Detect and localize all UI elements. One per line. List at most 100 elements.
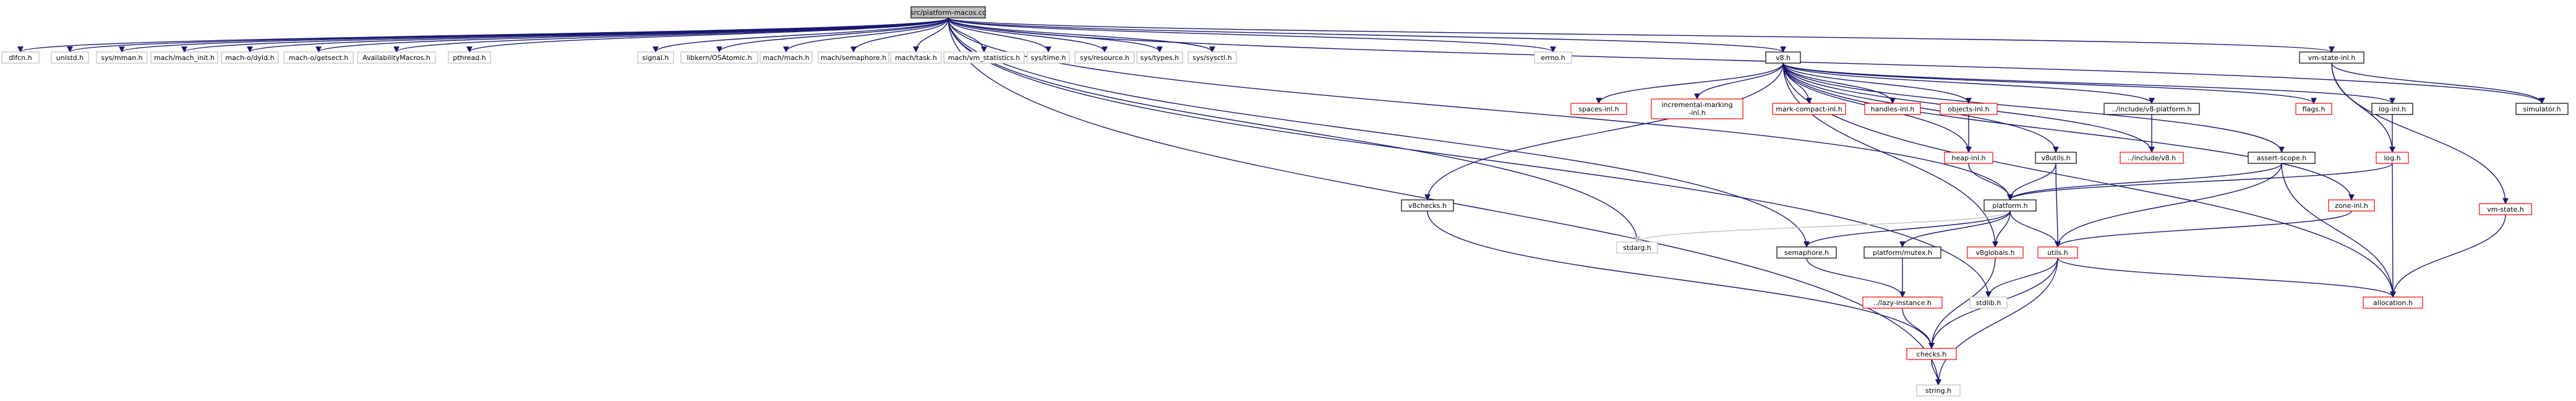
edge-semaphore-to-lazyinst: [1806, 257, 1906, 298]
node-mman[interactable]: sys/mman.h: [96, 51, 148, 64]
node-platformh[interactable]: platform.h: [1983, 199, 2037, 212]
node-label: mach/mach.h: [763, 54, 809, 62]
node-vmstateinl[interactable]: vm-state-inl.h: [2299, 51, 2364, 64]
node-lazyinst[interactable]: ../lazy-instance.h: [1862, 296, 1943, 309]
node-includev8[interactable]: ../include/v8.h: [2120, 152, 2184, 164]
edge-assertscope-to-utils: [2055, 163, 2282, 248]
node-machinit[interactable]: mach/mach_init.h: [150, 51, 218, 64]
node-vmstat[interactable]: mach/vm_statistics.h: [943, 51, 1025, 64]
node-label: incremental-marking-inl.h: [1661, 101, 1732, 117]
node-box: [1862, 296, 1943, 309]
node-box: [1534, 51, 1572, 64]
node-pthread[interactable]: pthread.h: [448, 51, 491, 64]
node-box: [2371, 103, 2413, 115]
node-stdarg[interactable]: stdarg.h: [1616, 241, 1658, 254]
node-loginl[interactable]: log-inl.h: [2371, 103, 2413, 115]
node-syssysctl[interactable]: sys/sysctl.h: [1187, 51, 1237, 64]
node-systime[interactable]: sys/time.h: [1027, 51, 1070, 64]
node-sysres[interactable]: sys/resource.h: [1074, 51, 1135, 64]
node-vmstate[interactable]: vm-state.h: [2479, 203, 2532, 215]
node-label: sys/time.h: [1031, 54, 1066, 62]
node-box: [1187, 51, 1237, 64]
node-allocation[interactable]: allocation.h: [2363, 296, 2423, 309]
edge-layer: [17, 17, 2545, 386]
node-heapinl[interactable]: heap-inl.h: [1944, 152, 1993, 164]
edge-v8h-to-incmark: [1694, 63, 1784, 100]
node-incmark[interactable]: incremental-marking-inl.h: [1651, 98, 1744, 119]
node-dlfcn[interactable]: dlfcn.h: [1, 51, 40, 64]
node-box: [1136, 51, 1183, 64]
node-label: vm-state-inl.h: [2308, 54, 2356, 62]
node-machtask[interactable]: mach/task.h: [890, 51, 942, 64]
node-label: platform/mutex.h: [1873, 249, 1932, 257]
node-utils[interactable]: utils.h: [2037, 246, 2078, 259]
node-box: [150, 51, 218, 64]
node-label: simulator.h: [2523, 105, 2561, 113]
node-box: [1983, 199, 2037, 212]
node-label: log-inl.h: [2379, 105, 2406, 113]
node-handlesinl[interactable]: handles-inl.h: [1864, 103, 1921, 115]
edge-root-to-v8h: [948, 17, 1786, 53]
node-stringh[interactable]: string.h: [1916, 384, 1961, 397]
edge-root-to-machtask: [913, 17, 949, 53]
node-machsem[interactable]: mach/semaphore.h: [818, 51, 889, 64]
node-v8utils[interactable]: v8utils.h: [2035, 152, 2077, 164]
node-machmach[interactable]: mach/mach.h: [760, 51, 813, 64]
edge-assertscope-to-platformh: [2007, 163, 2282, 200]
node-layer: src/platform-macos.cc dlfcn.h unistd.h sys/…: [1, 6, 2569, 397]
edge-root-to-signal: [653, 17, 949, 53]
node-osatomic[interactable]: libkern/OSAtomic.h: [680, 51, 758, 64]
node-simulator[interactable]: simulator.h: [2515, 103, 2569, 115]
node-label: vm-state.h: [2487, 205, 2524, 213]
edge-vmstate-to-allocation: [2390, 214, 2506, 298]
node-label: spaces-inl.h: [1578, 105, 1619, 113]
node-spacesinl[interactable]: spaces-inl.h: [1570, 103, 1627, 115]
edge-zoneinl-to-utils: [2055, 210, 2352, 248]
node-root[interactable]: src/platform-macos.cc: [910, 6, 986, 19]
node-availmacros[interactable]: AvailabilityMacros.h: [357, 51, 436, 64]
node-label: v8globals.h: [1975, 249, 2014, 257]
node-systypes[interactable]: sys/types.h: [1136, 51, 1183, 64]
node-label: sys/sysctl.h: [1192, 54, 1232, 62]
node-flags[interactable]: flags.h: [2295, 103, 2332, 115]
node-box: [1776, 246, 1837, 259]
node-signal[interactable]: signal.h: [637, 51, 674, 64]
node-label: semaphore.h: [1784, 249, 1829, 257]
edge-v8h-to-spacesinl: [1596, 63, 1784, 104]
node-pmutex[interactable]: platform/mutex.h: [1864, 246, 1941, 259]
edge-platformh-to-utils: [2009, 210, 2061, 248]
node-box: [221, 51, 279, 64]
node-checks[interactable]: checks.h: [1906, 348, 1957, 360]
node-logh[interactable]: log.h: [2376, 152, 2409, 164]
node-box: [2299, 51, 2364, 64]
node-markcompact[interactable]: mark-compact-inl.h: [1772, 103, 1846, 115]
node-box: [1616, 241, 1658, 254]
node-zoneinl[interactable]: zone-inl.h: [2328, 199, 2375, 212]
edge-root-to-vmstateinl: [948, 17, 2335, 53]
node-errno[interactable]: errno.h: [1534, 51, 1572, 64]
node-v8platform[interactable]: ../include/v8-platform.h: [2103, 103, 2200, 115]
node-semaphore[interactable]: semaphore.h: [1776, 246, 1837, 259]
node-label: mach/vm_statistics.h: [948, 54, 1020, 62]
node-machodyld[interactable]: mach-o/dyld.h: [221, 51, 279, 64]
node-box: [1906, 348, 1957, 360]
node-stdlib[interactable]: stdlib.h: [1969, 296, 2008, 309]
node-unistd[interactable]: unistd.h: [51, 51, 89, 64]
node-v8h[interactable]: v8.h: [1765, 51, 1801, 64]
edge-v8h-to-v8platform: [1782, 63, 2155, 104]
edge-root-to-stdlib: [948, 17, 1992, 298]
node-objectsinl[interactable]: objects-inl.h: [1940, 103, 1998, 115]
node-label: unistd.h: [56, 54, 84, 62]
node-box: [2328, 199, 2375, 212]
node-label: v8utils.h: [2041, 154, 2070, 162]
node-getsect[interactable]: mach-o/getsect.h: [283, 51, 354, 64]
node-v8checks[interactable]: v8checks.h: [1401, 199, 1454, 212]
node-v8globals[interactable]: v8globals.h: [1967, 246, 2024, 259]
node-box: [357, 51, 436, 64]
node-assertscope[interactable]: assert-scope.h: [2248, 152, 2316, 164]
edge-v8utils-to-utils: [2055, 163, 2061, 248]
node-box: [1, 51, 40, 64]
edge-root-to-mman: [119, 17, 949, 53]
node-box: [2376, 152, 2409, 164]
node-label: ../lazy-instance.h: [1873, 299, 1932, 307]
